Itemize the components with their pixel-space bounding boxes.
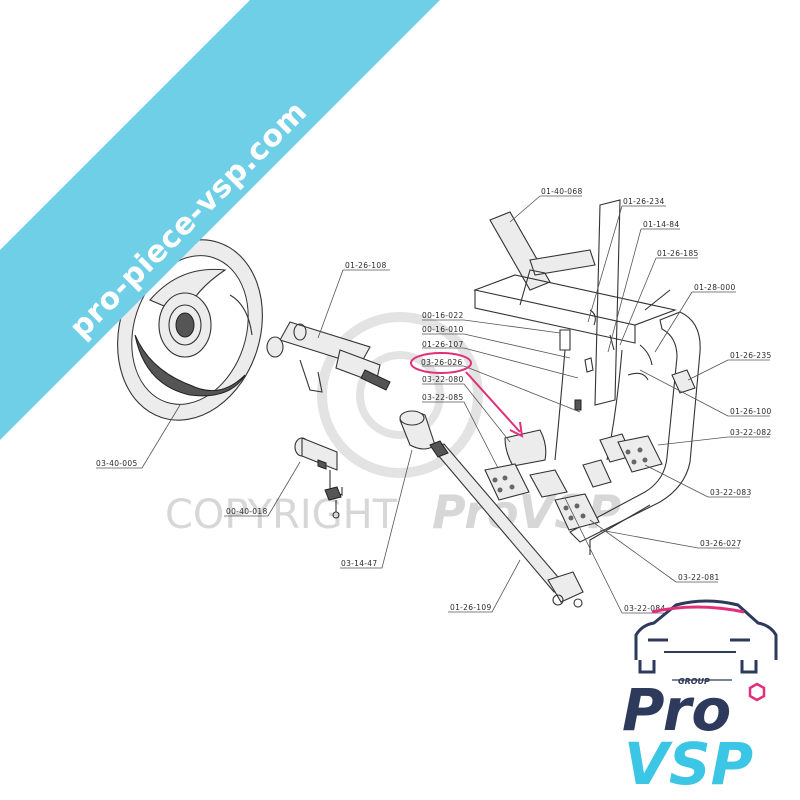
pedal-box-frame — [473, 199, 701, 555]
part-label: 01-26-185 — [657, 249, 699, 258]
pedal-pads — [484, 429, 663, 531]
highlight-marker — [410, 352, 524, 438]
part-label: 03-26-027 — [700, 539, 742, 548]
part-label: 01-26-107 — [422, 340, 464, 349]
part-label: 01-28-000 — [694, 283, 736, 292]
pedal-linkages — [554, 289, 671, 461]
copyright-text: COPYRIGHT — [165, 492, 398, 538]
part-label: 01-26-100 — [730, 407, 772, 416]
part-label: 01-26-108 — [345, 261, 387, 270]
part-label: 01-26-234 — [623, 197, 665, 206]
banner-ribbon — [0, 0, 440, 440]
provsp-logo: GROUP Pro VSP — [622, 599, 778, 798]
part-label: 01-26-109 — [450, 603, 492, 612]
highlight-arrowhead — [509, 421, 524, 438]
part-label: 01-26-235 — [730, 351, 772, 360]
logo-vsp-text: VSP — [624, 730, 753, 798]
part-label: 03-22-085 — [422, 393, 464, 402]
part-label-highlighted: 03-26-026 — [421, 358, 463, 367]
ignition-switch — [294, 437, 343, 519]
part-label: 03-22-084 — [624, 604, 666, 613]
copyright-watermark: COPYRIGHT ProVSP — [165, 312, 621, 539]
highlight-ellipse — [410, 352, 472, 374]
column-bushing — [399, 410, 436, 450]
steering-column-upper — [266, 321, 391, 393]
part-label: 03-22-081 — [678, 573, 720, 582]
part-label: 03-40-005 — [96, 459, 138, 468]
part-label: 00-16-022 — [422, 311, 464, 320]
part-label: 03-14-47 — [341, 559, 377, 568]
part-label: 03-22-082 — [730, 428, 772, 437]
part-label: 01-40-068 — [541, 187, 583, 196]
highlight-arrow — [465, 371, 521, 433]
steering-shaft — [429, 440, 584, 608]
logo-pro-text: Pro — [622, 676, 731, 744]
logo-group-text: GROUP — [678, 677, 710, 686]
part-label: 03-22-083 — [710, 488, 752, 497]
car-outline-icon — [634, 599, 778, 660]
hex-nut-icon — [748, 682, 766, 702]
part-label: 00-40-018 — [226, 507, 268, 516]
part-labels: 03-38-009 06-16-036 03-40-005 00-40-018 … — [26, 187, 772, 613]
part-label: 01-14-84 — [643, 220, 679, 229]
part-label: 03-22-080 — [422, 375, 464, 384]
part-label: 00-16-010 — [422, 325, 464, 334]
